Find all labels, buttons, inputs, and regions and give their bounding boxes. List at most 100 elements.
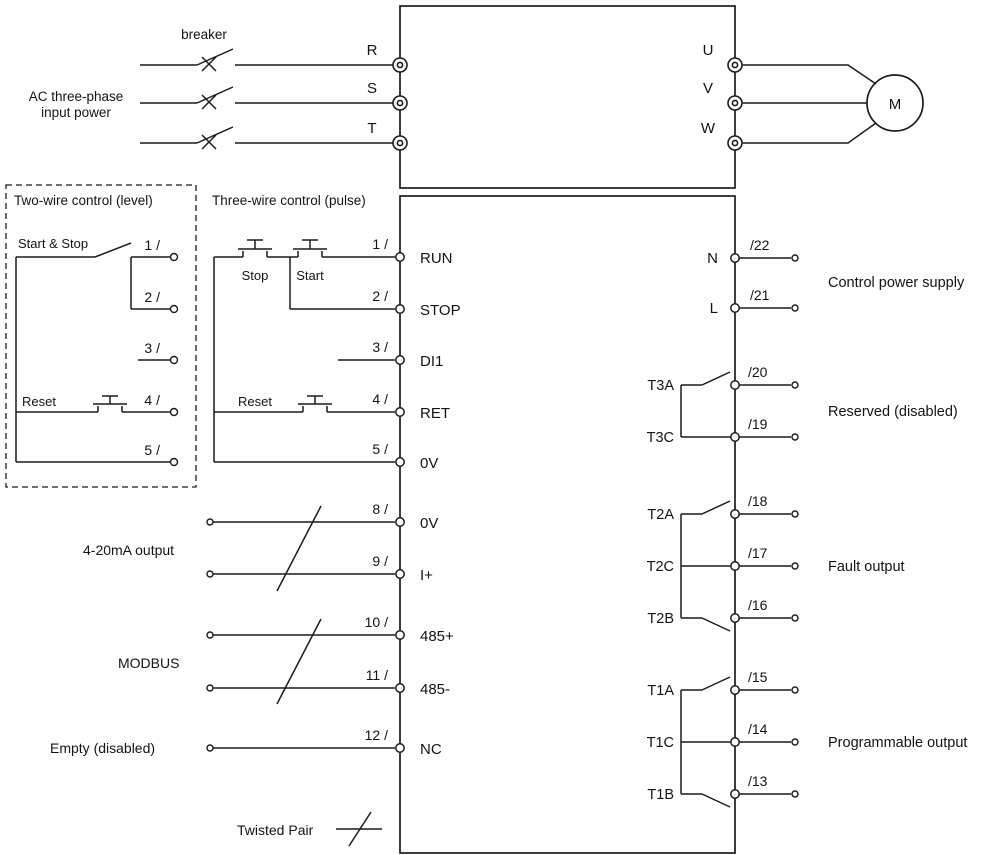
twisted-pair-symbol-slash [348,811,372,847]
tw-terminal-2-label: 2 / [144,289,160,305]
terminal-20-label: /20 [748,364,768,380]
control-power-label: Control power supply [828,275,965,291]
tw-terminal-3-label: 3 / [144,340,160,356]
terminal-t1b [730,789,740,799]
tw-reset-label: Reset [22,394,56,409]
terminal-0v-8 [395,517,405,527]
nc-label: NC [420,741,442,758]
terminal-16-label: /16 [748,597,768,613]
t1a-label: T1A [647,683,674,699]
relay-t3-section: T3A /20 T3C /19 Reserved (disabled) [647,364,958,446]
tw-terminal-4 [169,407,179,417]
motor-label: M [889,96,902,113]
phase-s-input: S [140,80,408,111]
fault-label: Fault output [828,559,905,575]
t3c-label: T3C [647,430,674,446]
terminal-19-label: /19 [748,416,768,432]
terminal-4-label: 4 / [372,391,388,407]
terminal-iplus [395,569,405,579]
start-stop-switch-blade [94,242,132,258]
stop-pushbutton [238,239,272,257]
t3a-contact-blade [701,371,731,386]
phase-v-label: V [703,80,713,97]
t3a-label: T3A [647,378,674,394]
wire-end-17 [791,562,799,570]
terminal-17-label: /17 [748,545,768,561]
terminal-9-label: 9 / [372,553,388,569]
terminal-14-label: /14 [748,721,768,737]
di1-label: DI1 [420,353,443,370]
terminal-stop [395,304,405,314]
two-wire-row-2: 2 / [130,257,179,314]
modbus-wire-end-10 [206,631,214,639]
terminal-11-label: 11 / [366,667,388,683]
terminal-12-label: 12 / [365,727,388,743]
ret-label: RET [420,405,450,422]
analog-label: 4-20mA output [83,542,174,558]
terminal-15-label: /15 [748,669,768,685]
terminal-22-label: /22 [750,237,770,253]
terminal-ret [395,407,405,417]
phase-w-label: W [701,120,716,137]
three-wire-title: Three-wire control (pulse) [212,193,366,208]
empty-wire-end [206,744,214,752]
t2a-contact-blade [701,500,731,515]
t2b-contact-blade [701,617,731,632]
tw-terminal-4-label: 4 / [144,392,160,408]
terminal-l [730,303,740,313]
empty-label: Empty (disabled) [50,740,155,756]
t1a-contact-blade [701,676,731,691]
tw-terminal-2 [169,304,179,314]
twisted-pair-legend: Twisted Pair [237,811,382,847]
motor-circle [866,74,924,132]
phase-u-output: U [703,42,877,85]
phase-v-output: V [703,80,867,111]
motor-symbol: M [866,74,924,132]
modbus-label: MODBUS [118,655,179,671]
two-wire-row-1: Start & Stop 1 / [16,236,179,262]
terminal-n [730,253,740,263]
terminal-485n [395,683,405,693]
tw-terminal-3 [169,355,179,365]
two-wire-row-4: Reset 4 / [16,392,179,417]
phase-r-input: R [140,42,408,73]
terminal-t2b [730,613,740,623]
terminal-t1a [730,685,740,695]
control-unit-box [399,195,736,854]
t1b-contact-blade [701,793,731,808]
wire-end-19 [791,433,799,441]
terminal-8-label: 8 / [372,501,388,517]
terminal-3-label: 3 / [372,339,388,355]
phase-t-input: T [140,120,408,151]
tw-terminal-5-label: 5 / [144,442,160,458]
terminal-t2c [730,561,740,571]
terminal-run [395,252,405,262]
t2b-label: T2B [647,611,674,627]
wire-end-13 [791,790,799,798]
phase-s-label: S [367,80,377,97]
analog-wire-end-8 [206,518,214,526]
twisted-pair-slash-modbus [276,618,322,705]
terminal-di1 [395,355,405,365]
relay-t2-section: T2A /18 T2C /17 T2B /16 Fault output [647,493,905,632]
device-outline [399,5,736,854]
programmable-label: Programmable output [828,735,967,751]
three-wire-row-4: Reset 4 / RET [214,391,450,422]
phase-u-label: U [703,42,714,59]
iplus-label: I+ [420,567,433,584]
t1b-label: T1B [647,787,674,803]
reserved-label: Reserved (disabled) [828,404,958,420]
wire-end-16 [791,614,799,622]
terminal-0v-5 [395,457,405,467]
wire-end-21 [791,304,799,312]
tw-terminal-1-label: 1 / [144,237,160,253]
modbus-section: MODBUS 10 / 485+ 11 / 485- [118,614,454,705]
modbus-wire-end-11 [206,684,214,692]
t1c-label: T1C [647,735,674,751]
phase-t-label: T [367,120,376,137]
power-unit-box [399,5,736,189]
terminal-18-label: /18 [748,493,768,509]
reset-pushbutton [298,395,332,412]
